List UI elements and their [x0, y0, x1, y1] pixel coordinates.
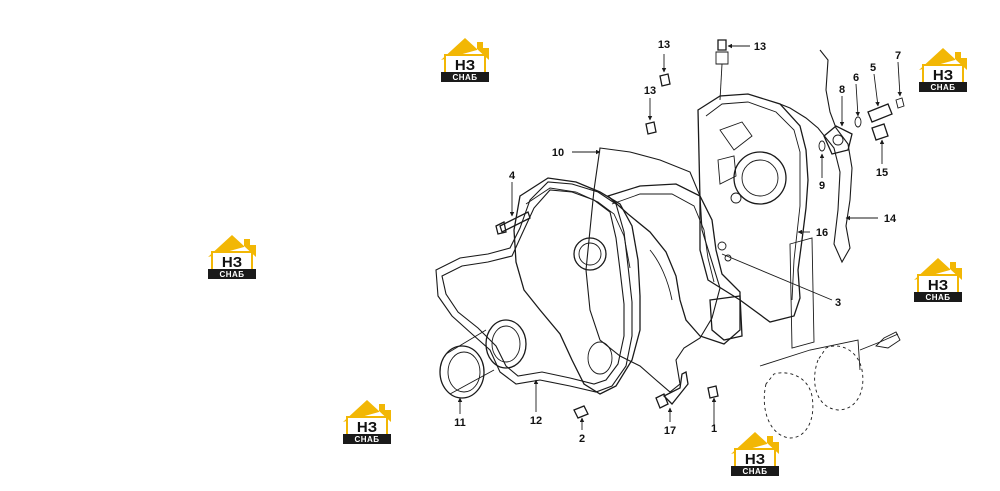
callout-labels: 1 2 3 4 5 6 7 8 9 10 11 12 13 13 13 14 1…	[454, 39, 901, 445]
callout-16: 16	[816, 227, 828, 239]
callout-11: 11	[454, 417, 466, 429]
callout-17: 17	[664, 425, 676, 437]
watermark-logo-4: НЗ СНАБ	[914, 258, 962, 302]
callout-9: 9	[819, 180, 825, 192]
callout-13-low: 13	[644, 85, 656, 97]
front-gear-cover	[606, 183, 743, 345]
plug-13-mid	[659, 73, 671, 87]
callout-1: 1	[711, 423, 717, 435]
watermark-bottom-text: СНАБ	[452, 73, 477, 82]
watermark-top-text: НЗ	[745, 451, 765, 468]
watermark-bottom-text: СНАБ	[354, 435, 379, 444]
watermark-bottom-text: СНАБ	[742, 467, 767, 476]
watermark-logo-1: НЗ СНАБ	[441, 38, 489, 82]
watermark-logo-2: НЗ СНАБ	[919, 48, 967, 92]
bolt-17	[655, 371, 689, 409]
nut-1	[707, 385, 719, 399]
leader-lines	[457, 43, 903, 430]
watermark-top-text: НЗ	[357, 419, 377, 436]
callout-7: 7	[895, 50, 901, 62]
front-seal-11	[439, 319, 527, 399]
sensor-assembly	[818, 97, 905, 155]
bolt-2	[573, 405, 589, 419]
callout-4: 4	[509, 170, 516, 182]
watermark-bottom-text: СНАБ	[930, 83, 955, 92]
watermark-logo-6: НЗ СНАБ	[731, 432, 779, 476]
callout-13-top: 13	[754, 41, 766, 53]
gasket-14	[779, 49, 853, 264]
cover-plate-16	[789, 237, 815, 349]
gasket-10	[585, 147, 721, 393]
callout-14: 14	[884, 213, 897, 225]
callout-12: 12	[530, 415, 542, 427]
gasket-12	[435, 181, 633, 393]
callout-10: 10	[552, 147, 564, 159]
watermark-bottom-text: СНАБ	[925, 293, 950, 302]
callout-15: 15	[876, 167, 888, 179]
callout-8: 8	[839, 84, 845, 96]
accessory-cover-dashed	[759, 331, 901, 439]
watermark-top-text: НЗ	[455, 57, 475, 74]
watermark-logo-5: НЗ СНАБ	[343, 400, 391, 444]
callout-3: 3	[835, 297, 841, 309]
callout-6: 6	[853, 72, 859, 84]
watermark-logo-3: НЗ СНАБ	[208, 235, 256, 279]
watermark-top-text: НЗ	[933, 67, 953, 84]
callout-2: 2	[579, 433, 585, 445]
watermark-bottom-text: СНАБ	[219, 270, 244, 279]
plug-13-top	[717, 39, 727, 51]
callout-13-mid: 13	[658, 39, 670, 51]
rear-housing	[697, 51, 809, 323]
timing-cover	[513, 177, 641, 395]
watermark-top-text: НЗ	[222, 254, 242, 271]
callout-5: 5	[870, 62, 876, 74]
watermark-top-text: НЗ	[928, 277, 948, 294]
bolt-4	[495, 211, 531, 235]
plug-13-low	[645, 121, 657, 135]
